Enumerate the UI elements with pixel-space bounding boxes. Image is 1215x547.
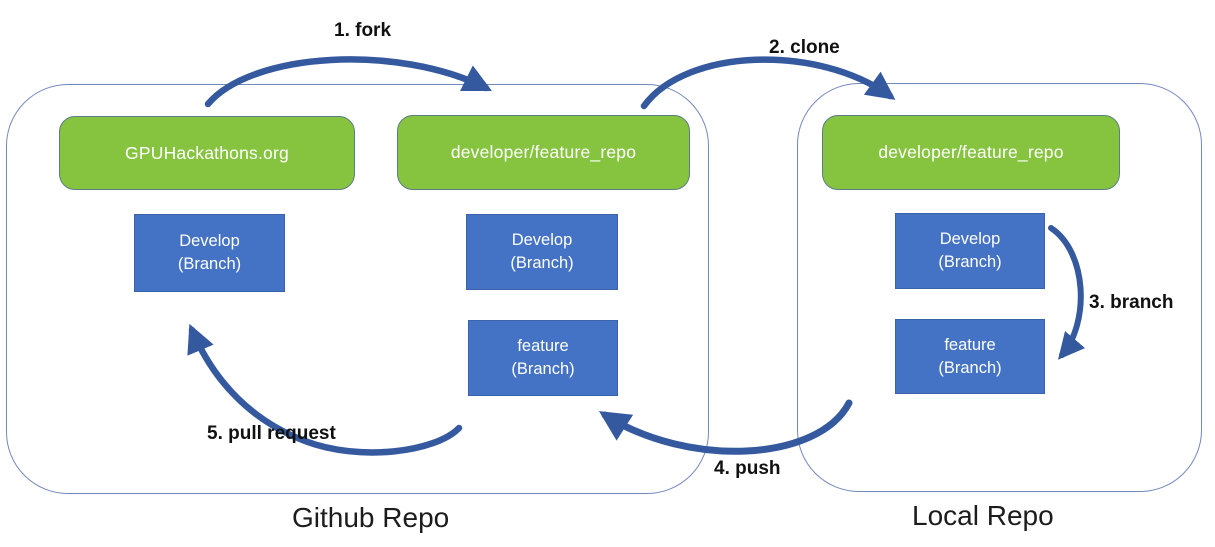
node-local-cloned-repo: developer/feature_repo: [822, 115, 1120, 190]
push-arrow-label: 4. push: [714, 458, 781, 479]
branch-arrow-label: 3. branch: [1089, 292, 1174, 313]
clone-arrow-label: 2. clone: [769, 37, 840, 58]
node-github-origin-repo: GPUHackathons.org: [59, 116, 355, 190]
node-github-forked-repo: developer/feature_repo: [397, 115, 690, 190]
branch-name: Develop: [179, 232, 240, 250]
github-repo-title: Github Repo: [292, 502, 450, 533]
pull-request-arrow-label: 5. pull request: [207, 423, 336, 444]
local-repo-container: [797, 83, 1202, 492]
branch-type: (Branch): [511, 360, 575, 378]
fork-arrow-label: 1. fork: [334, 20, 392, 41]
node-local-feature-branch: feature (Branch): [895, 319, 1045, 394]
branch-name: Develop: [511, 231, 573, 249]
branch-type: (Branch): [938, 358, 1002, 377]
node-github-origin-develop-branch: Develop (Branch): [134, 214, 285, 292]
node-local-develop-branch: Develop (Branch): [895, 213, 1045, 289]
node-label: developer/feature_repo: [450, 142, 637, 162]
branch-type: (Branch): [510, 254, 574, 272]
node-github-fork-develop-branch: Develop (Branch): [466, 214, 618, 290]
branch-type: (Branch): [177, 255, 242, 273]
node-github-fork-feature-branch: feature (Branch): [468, 320, 618, 396]
branch-name: feature: [944, 335, 996, 354]
branch-name: Develop: [939, 230, 1001, 248]
branch-name: feature: [517, 337, 569, 355]
node-label: GPUHackathons.org: [125, 142, 289, 163]
branch-type: (Branch): [938, 253, 1002, 271]
local-repo-title: Local Repo: [912, 500, 1054, 531]
node-label: developer/feature_repo: [878, 142, 1064, 162]
